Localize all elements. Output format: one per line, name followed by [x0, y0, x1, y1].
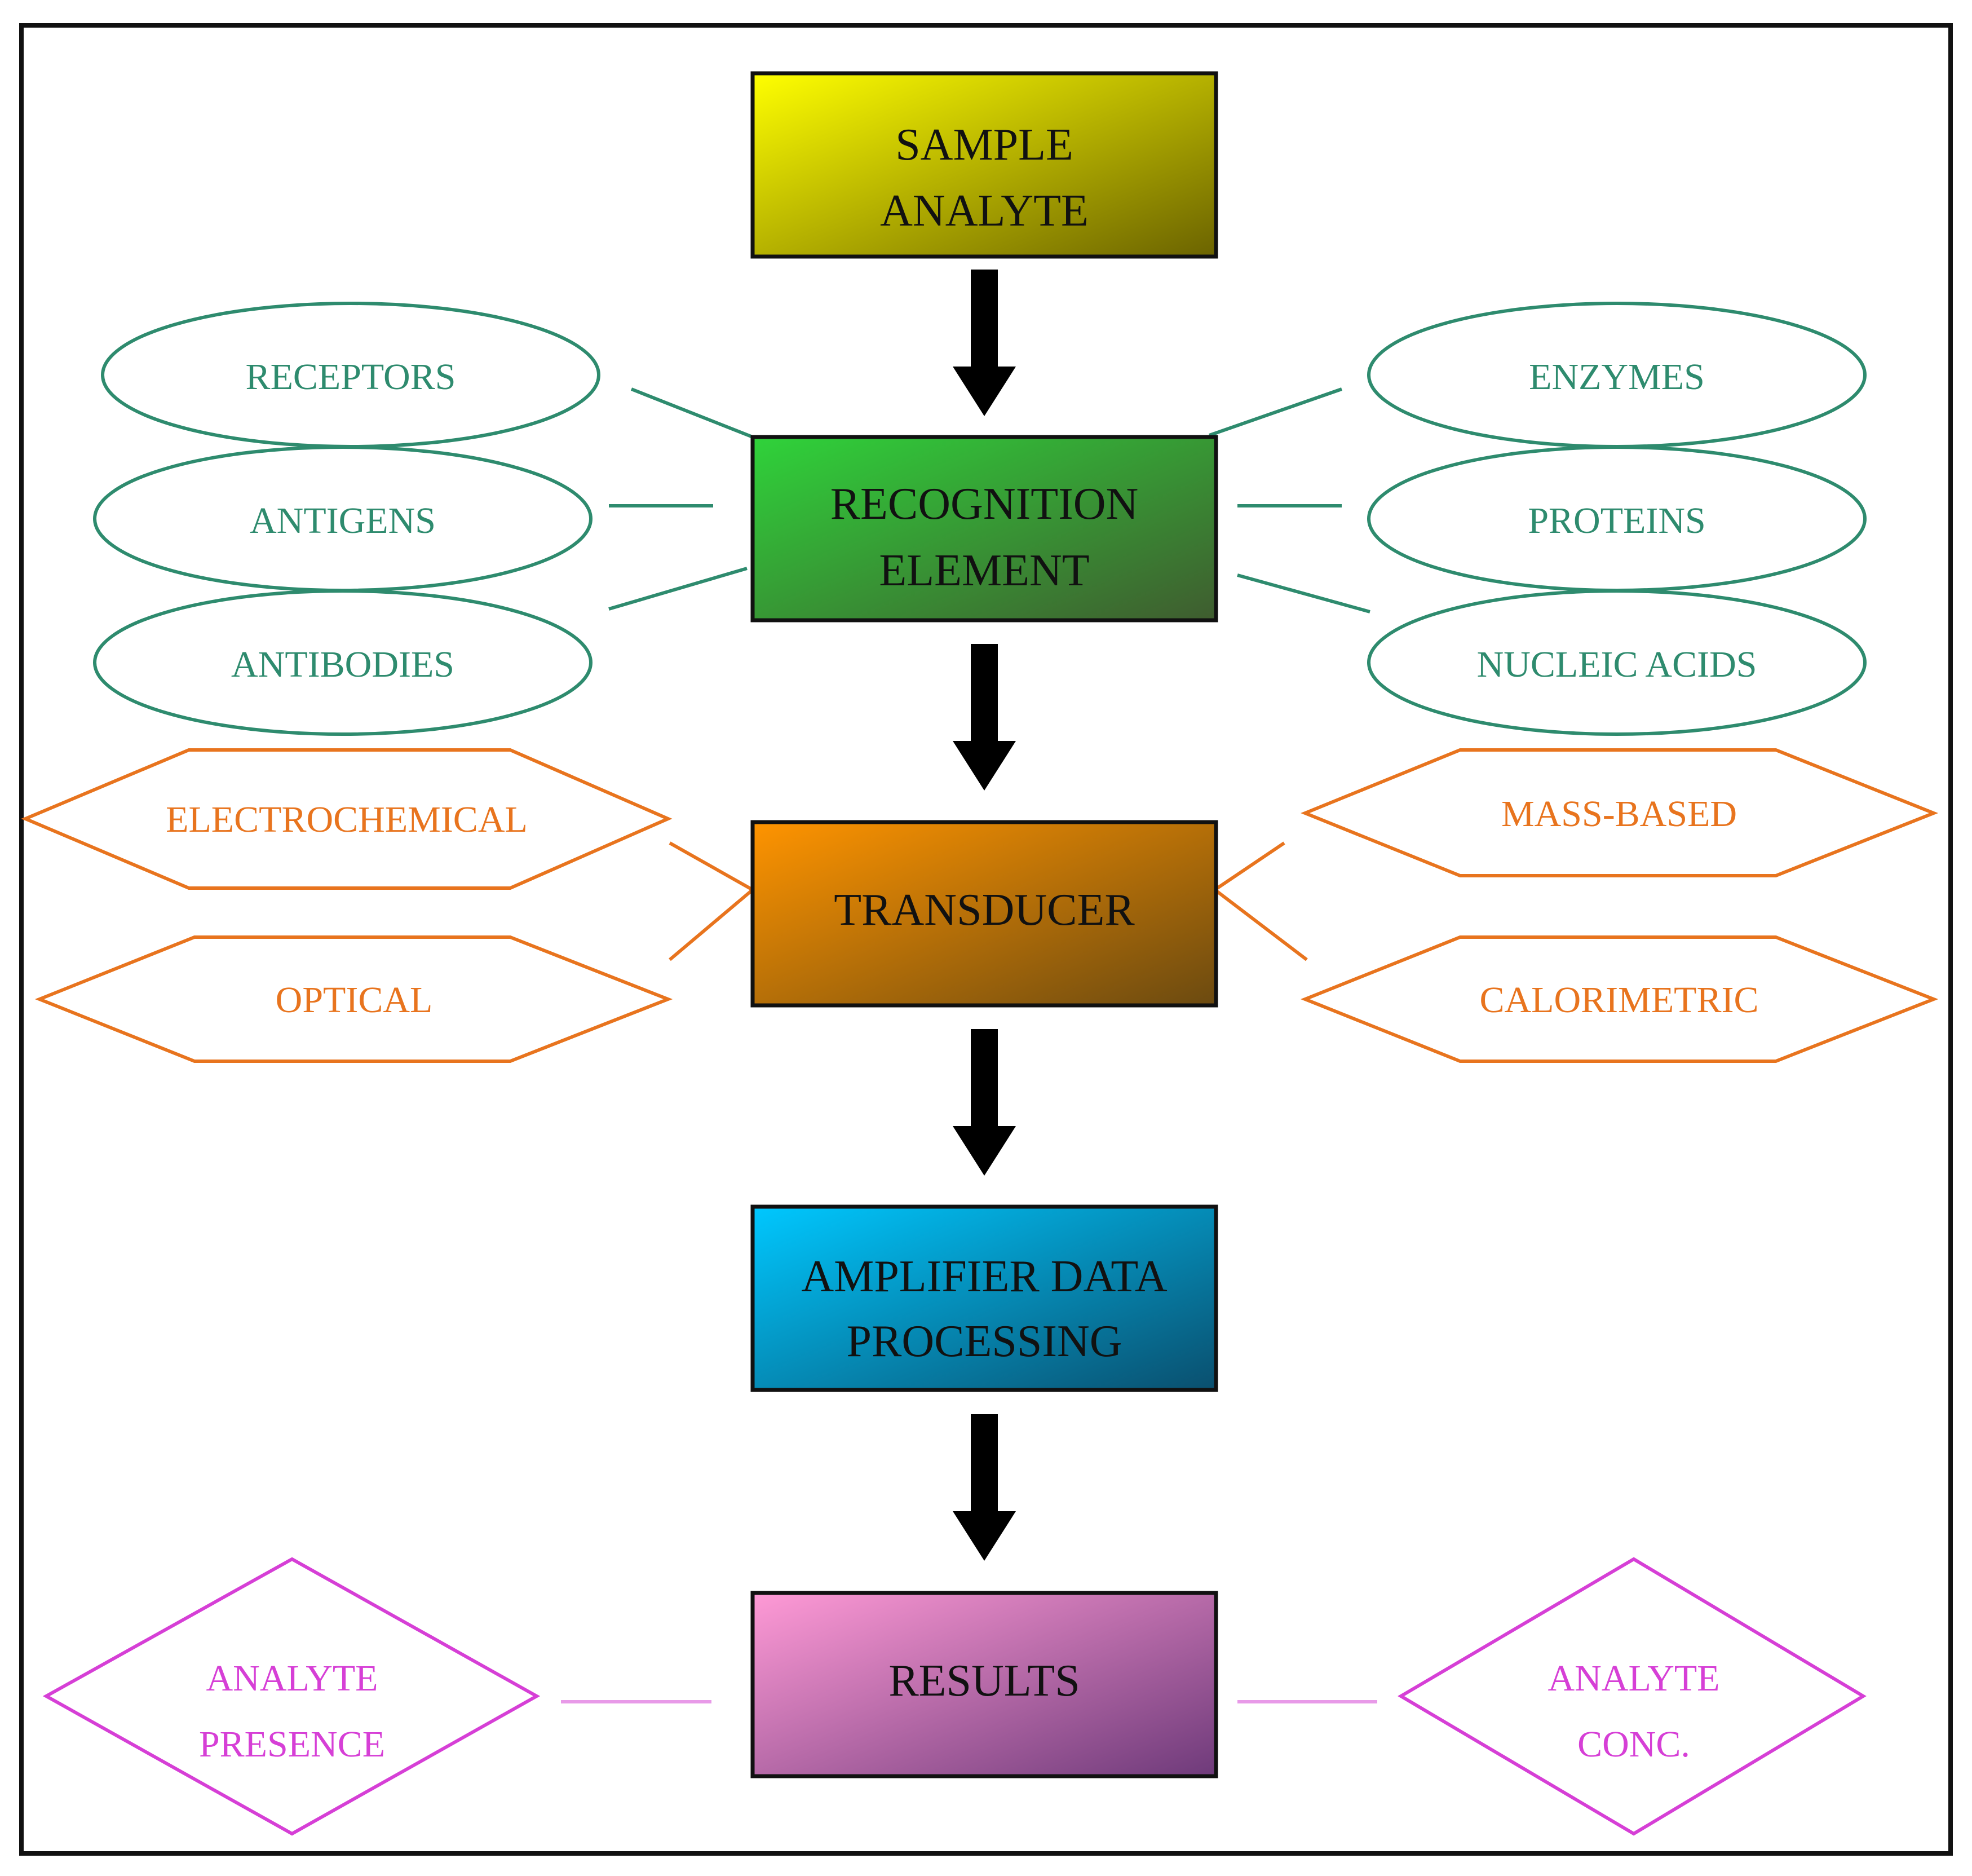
- hexagon-calorimetric: CALORIMETRIC: [1300, 935, 1939, 1063]
- hexagon-calorimetric-label: CALORIMETRIC: [1480, 979, 1759, 1021]
- hexagon-mass-based: MASS-BASED: [1301, 748, 1939, 877]
- transducer-connectors: [669, 841, 1308, 961]
- ellipse-receptors-label: RECEPTORS: [246, 356, 456, 398]
- box-amplifier-line-2: PROCESSING: [846, 1317, 1122, 1366]
- ellipse-nucleic-acids-label: NUCLEIC ACIDS: [1477, 644, 1757, 685]
- hexagon-mass-based-label: MASS-BASED: [1501, 793, 1737, 835]
- ellipse-antigens: ANTIGENS: [93, 445, 593, 592]
- box-results-label: RESULTS: [888, 1656, 1080, 1706]
- box-amplifier-data-processing: AMPLIFIER DATA PROCESSING: [750, 1204, 1218, 1392]
- arrow-down-1: [953, 270, 1016, 416]
- box-sample-line-1: SAMPLE: [895, 120, 1073, 170]
- arrow-down-4: [953, 1414, 1016, 1561]
- box-sample-line-2: ANALYTE: [880, 186, 1089, 236]
- connector-antibodies: [608, 567, 748, 611]
- recognition-connectors: [608, 387, 1370, 613]
- box-results: RESULTS: [750, 1591, 1218, 1778]
- box-recognition-line-2: ELEMENT: [879, 546, 1089, 595]
- hexagon-electrochemical: ELECTROCHEMICAL: [21, 748, 673, 890]
- connector-receptors: [630, 387, 754, 439]
- box-recognition-line-1: RECOGNITION: [830, 479, 1139, 529]
- ellipse-nucleic-acids: NUCLEIC ACIDS: [1367, 589, 1867, 736]
- hexagon-electrochemical-label: ELECTROCHEMICAL: [166, 799, 528, 840]
- ellipse-receptors: RECEPTORS: [101, 302, 600, 448]
- connector-nucleic-acids: [1237, 573, 1370, 613]
- ellipse-proteins-label: PROTEINS: [1528, 500, 1705, 541]
- ellipse-antibodies: ANTIBODIES: [93, 589, 593, 736]
- connector-calorimetric: [1214, 888, 1308, 961]
- connector-mass-based: [1214, 841, 1285, 891]
- hexagon-optical: OPTICAL: [34, 935, 673, 1063]
- diamond-analyte-presence-line-1: ANALYTE: [206, 1658, 378, 1699]
- diamond-analyte-conc-line-1: ANALYTE: [1548, 1658, 1720, 1699]
- ellipse-antigens-label: ANTIGENS: [250, 500, 436, 541]
- connector-enzymes: [1209, 387, 1342, 437]
- diamond-analyte-conc-line-2: CONC.: [1577, 1724, 1690, 1765]
- hexagon-optical-label: OPTICAL: [276, 979, 433, 1021]
- ellipse-enzymes: ENZYMES: [1367, 302, 1867, 448]
- box-sample-analyte: SAMPLE ANALYTE: [750, 71, 1218, 259]
- ellipse-antibodies-label: ANTIBODIES: [231, 644, 454, 685]
- diamond-analyte-conc: ANALYTE CONC.: [1398, 1557, 1867, 1836]
- box-amplifier-line-1: AMPLIFIER DATA: [801, 1252, 1167, 1301]
- ellipse-proteins: PROTEINS: [1367, 445, 1867, 592]
- box-transducer-label: TRANSDUCER: [834, 885, 1135, 935]
- diamond-analyte-presence: ANALYTE PRESENCE: [42, 1557, 541, 1836]
- box-recognition-element: RECOGNITION ELEMENT: [750, 435, 1218, 623]
- box-transducer: TRANSDUCER: [750, 820, 1218, 1008]
- arrow-down-3: [953, 1029, 1016, 1176]
- connector-electrochemical: [669, 841, 754, 891]
- ellipse-enzymes-label: ENZYMES: [1529, 356, 1705, 398]
- connector-optical: [669, 888, 754, 961]
- flow-arrows: [953, 270, 1016, 1561]
- arrow-down-2: [953, 644, 1016, 791]
- diamond-analyte-presence-line-2: PRESENCE: [199, 1724, 385, 1765]
- outer-frame: [19, 23, 1953, 1856]
